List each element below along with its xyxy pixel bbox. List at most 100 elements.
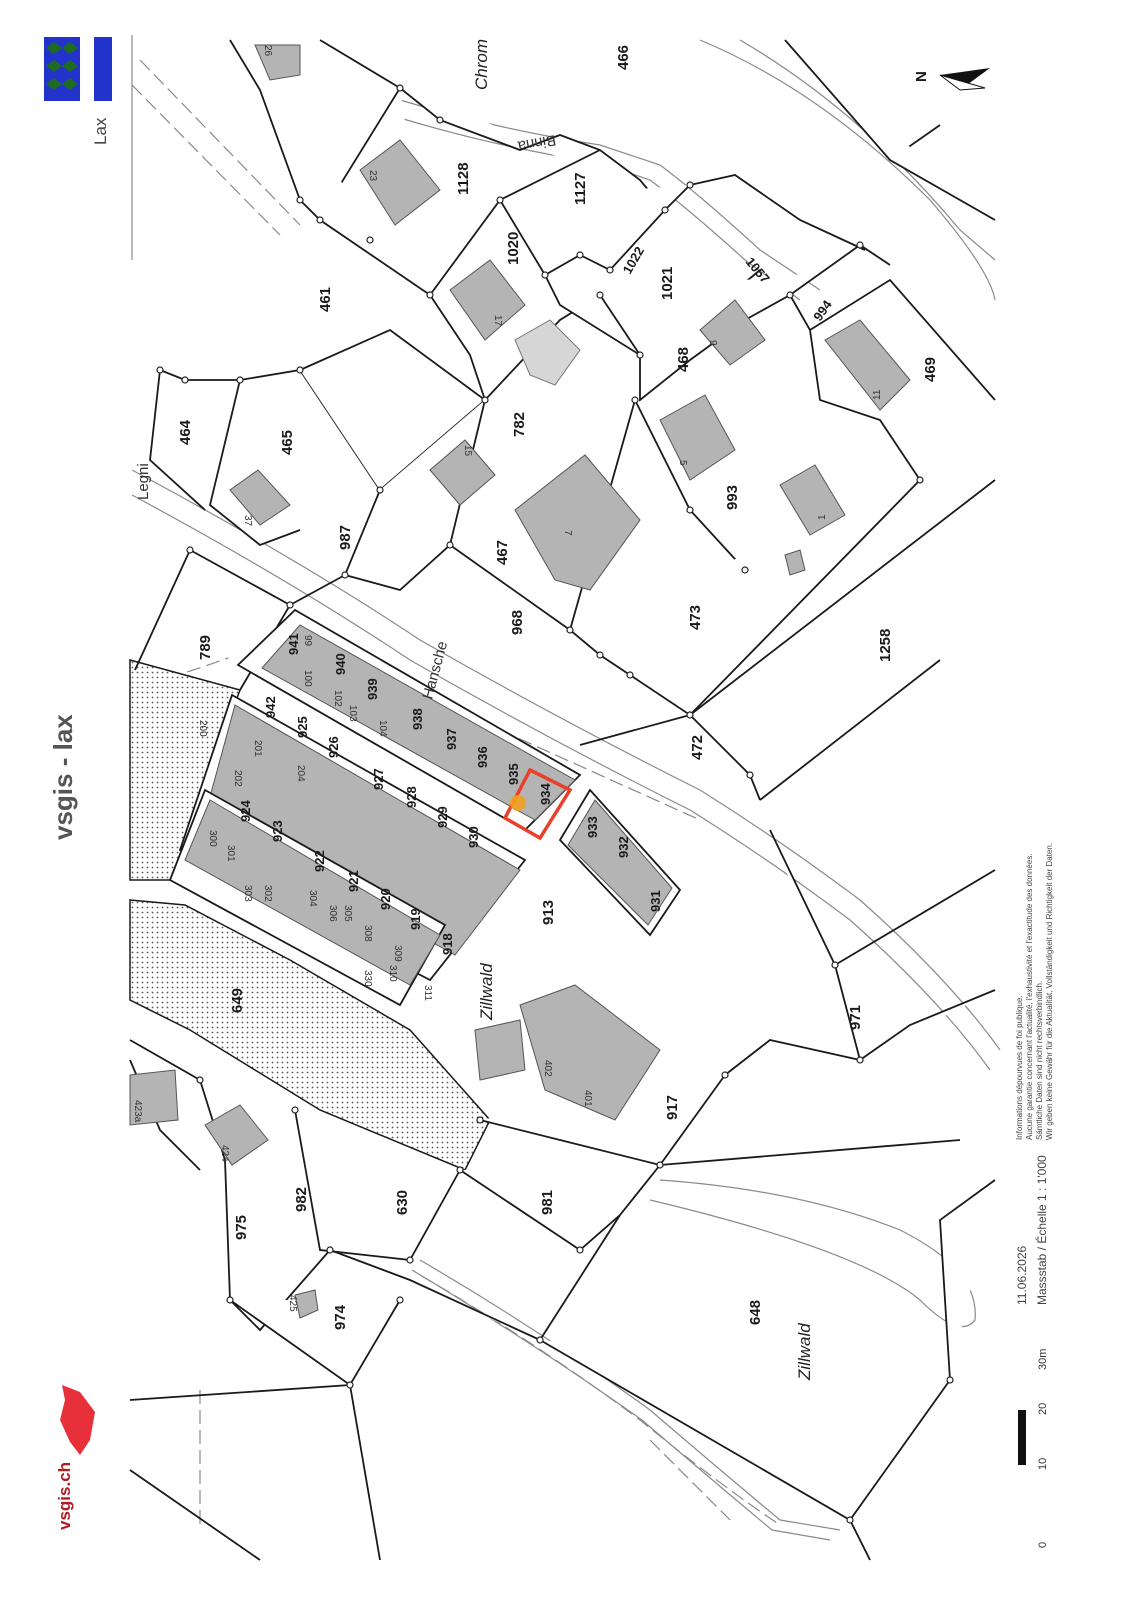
house-number: 1 [817,514,828,520]
parcel-label: 464 [177,419,194,445]
parcel-label: 918 [440,933,455,955]
house-numbers: 26 23 17 15 9 11 5 7 1 37 99 100 102 103… [132,45,883,1312]
vsgis-logo[interactable]: vsgis.ch [55,1385,95,1530]
house-number: 302 [262,885,273,902]
house-number: 330 [362,970,373,987]
parcel-label: 937 [444,728,459,750]
parcel-label: 1020 [505,232,522,265]
north-arrow: N [913,68,990,91]
street-name-legni: Legni [135,463,152,500]
house-number: 37 [242,515,253,527]
parcel-label: 789 [197,635,214,660]
commune-name: Lax [91,117,110,145]
parcel-label: 466 [615,45,632,70]
parcel-label: 467 [494,540,511,565]
house-number: 7 [562,530,573,536]
parcel-label: 987 [337,525,354,550]
parcel-label: 920 [378,888,393,910]
house-number: 103 [347,705,358,722]
disclaimer: Informations dépourvues de foi publique.… [1015,843,1054,1140]
parcel-label: 936 [475,746,490,768]
parcel-label: 982 [293,1187,310,1212]
row-house-blocks [168,608,682,1007]
parcel-label: 981 [539,1190,556,1215]
parcel-label: 923 [270,820,285,842]
parcel-label: 993 [724,485,741,510]
house-number: 303 [242,885,253,902]
house-number: 9 [707,340,718,346]
house-number: 310 [387,965,398,982]
parcel-label: 975 [233,1215,250,1240]
house-number: 301 [225,845,236,862]
house-number: 100 [302,670,313,687]
scale-text: Massstab / Échelle 1 : 1'000 [1034,1155,1049,1305]
parcel-label: 930 [466,826,481,848]
parcel-label: 929 [435,806,450,828]
parcel-label: 913 [540,900,557,925]
house-number: 311 [422,985,433,1001]
parcel-label: 1128 [455,162,472,195]
parcel-label: 928 [404,786,419,808]
parcel-label: 782 [511,412,528,437]
parcel-label: 925 [295,716,310,738]
house-number: 104 [377,720,388,737]
house-number: 306 [327,905,338,922]
house-number: 401 [582,1090,593,1107]
house-number: 200 [197,720,208,737]
parcel-label: 473 [687,605,704,630]
parcel-label: 630 [394,1190,411,1215]
parcel-label: 935 [506,763,521,785]
house-number: 5 [677,460,688,466]
house-number: 15 [462,445,473,457]
parcel-label: 974 [332,1304,349,1330]
house-number: 201 [252,740,263,757]
parcel-label: 648 [747,1300,764,1325]
parcel-label: 461 [317,287,334,312]
parcel-label: 649 [229,988,246,1013]
parcel-label: 932 [616,836,631,858]
parcel-label: 1127 [572,172,589,205]
house-number: 308 [362,925,373,942]
parcel-label: 922 [312,850,327,872]
parcel-label: 971 [847,1005,864,1030]
street-name-hansche: Hansche [419,639,451,701]
parcel-label: 968 [509,610,526,635]
buildings-layer [129,44,911,1319]
svg-text:Wir geben keine Gewähr für die: Wir geben keine Gewähr für die Aktualitä… [1045,843,1054,1140]
house-number: 424 [219,1145,230,1162]
scale-tick: 0 [1037,1542,1049,1548]
parcel-label: 927 [371,768,386,790]
house-number: 309 [392,945,403,962]
print-date: 11.06.2026 [1015,1246,1029,1305]
page-title: vsgis - lax [48,714,78,840]
scale-bar: 0 10 20 30m [1018,1349,1049,1548]
street-name-binna: Binna [516,131,557,155]
roads-layer [129,35,1001,1541]
house-number: 102 [332,690,343,707]
house-number: 423a [132,1100,143,1123]
svg-text:Informations dépourvues de foi: Informations dépourvues de foi publique. [1015,995,1024,1140]
house-number: 304 [307,890,318,907]
parcel-label: 468 [675,347,692,372]
parcel-label: 941 [286,633,301,655]
scale-tick: 20 [1037,1403,1049,1415]
place-name-zillwald: Zillwald [795,1323,814,1381]
scale-tick: 10 [1037,1458,1049,1470]
parcel-label: 1258 [877,629,894,662]
boundary-points [156,84,954,1524]
house-number: 23 [367,170,378,182]
parcel-label: 465 [279,430,296,455]
parcel-label: 939 [365,678,380,700]
house-number: 402 [542,1060,553,1077]
location-marker [510,795,526,811]
parcel-label: 940 [333,653,348,675]
parcel-label: 931 [648,890,663,912]
parcel-label: 472 [689,735,706,760]
parcel-label: 1021 [659,267,676,300]
house-number: 204 [295,765,306,782]
house-number: 99 [302,635,313,647]
parcel-label: 921 [346,870,361,892]
parcel-label: 926 [326,736,341,758]
house-number: 305 [342,905,353,922]
